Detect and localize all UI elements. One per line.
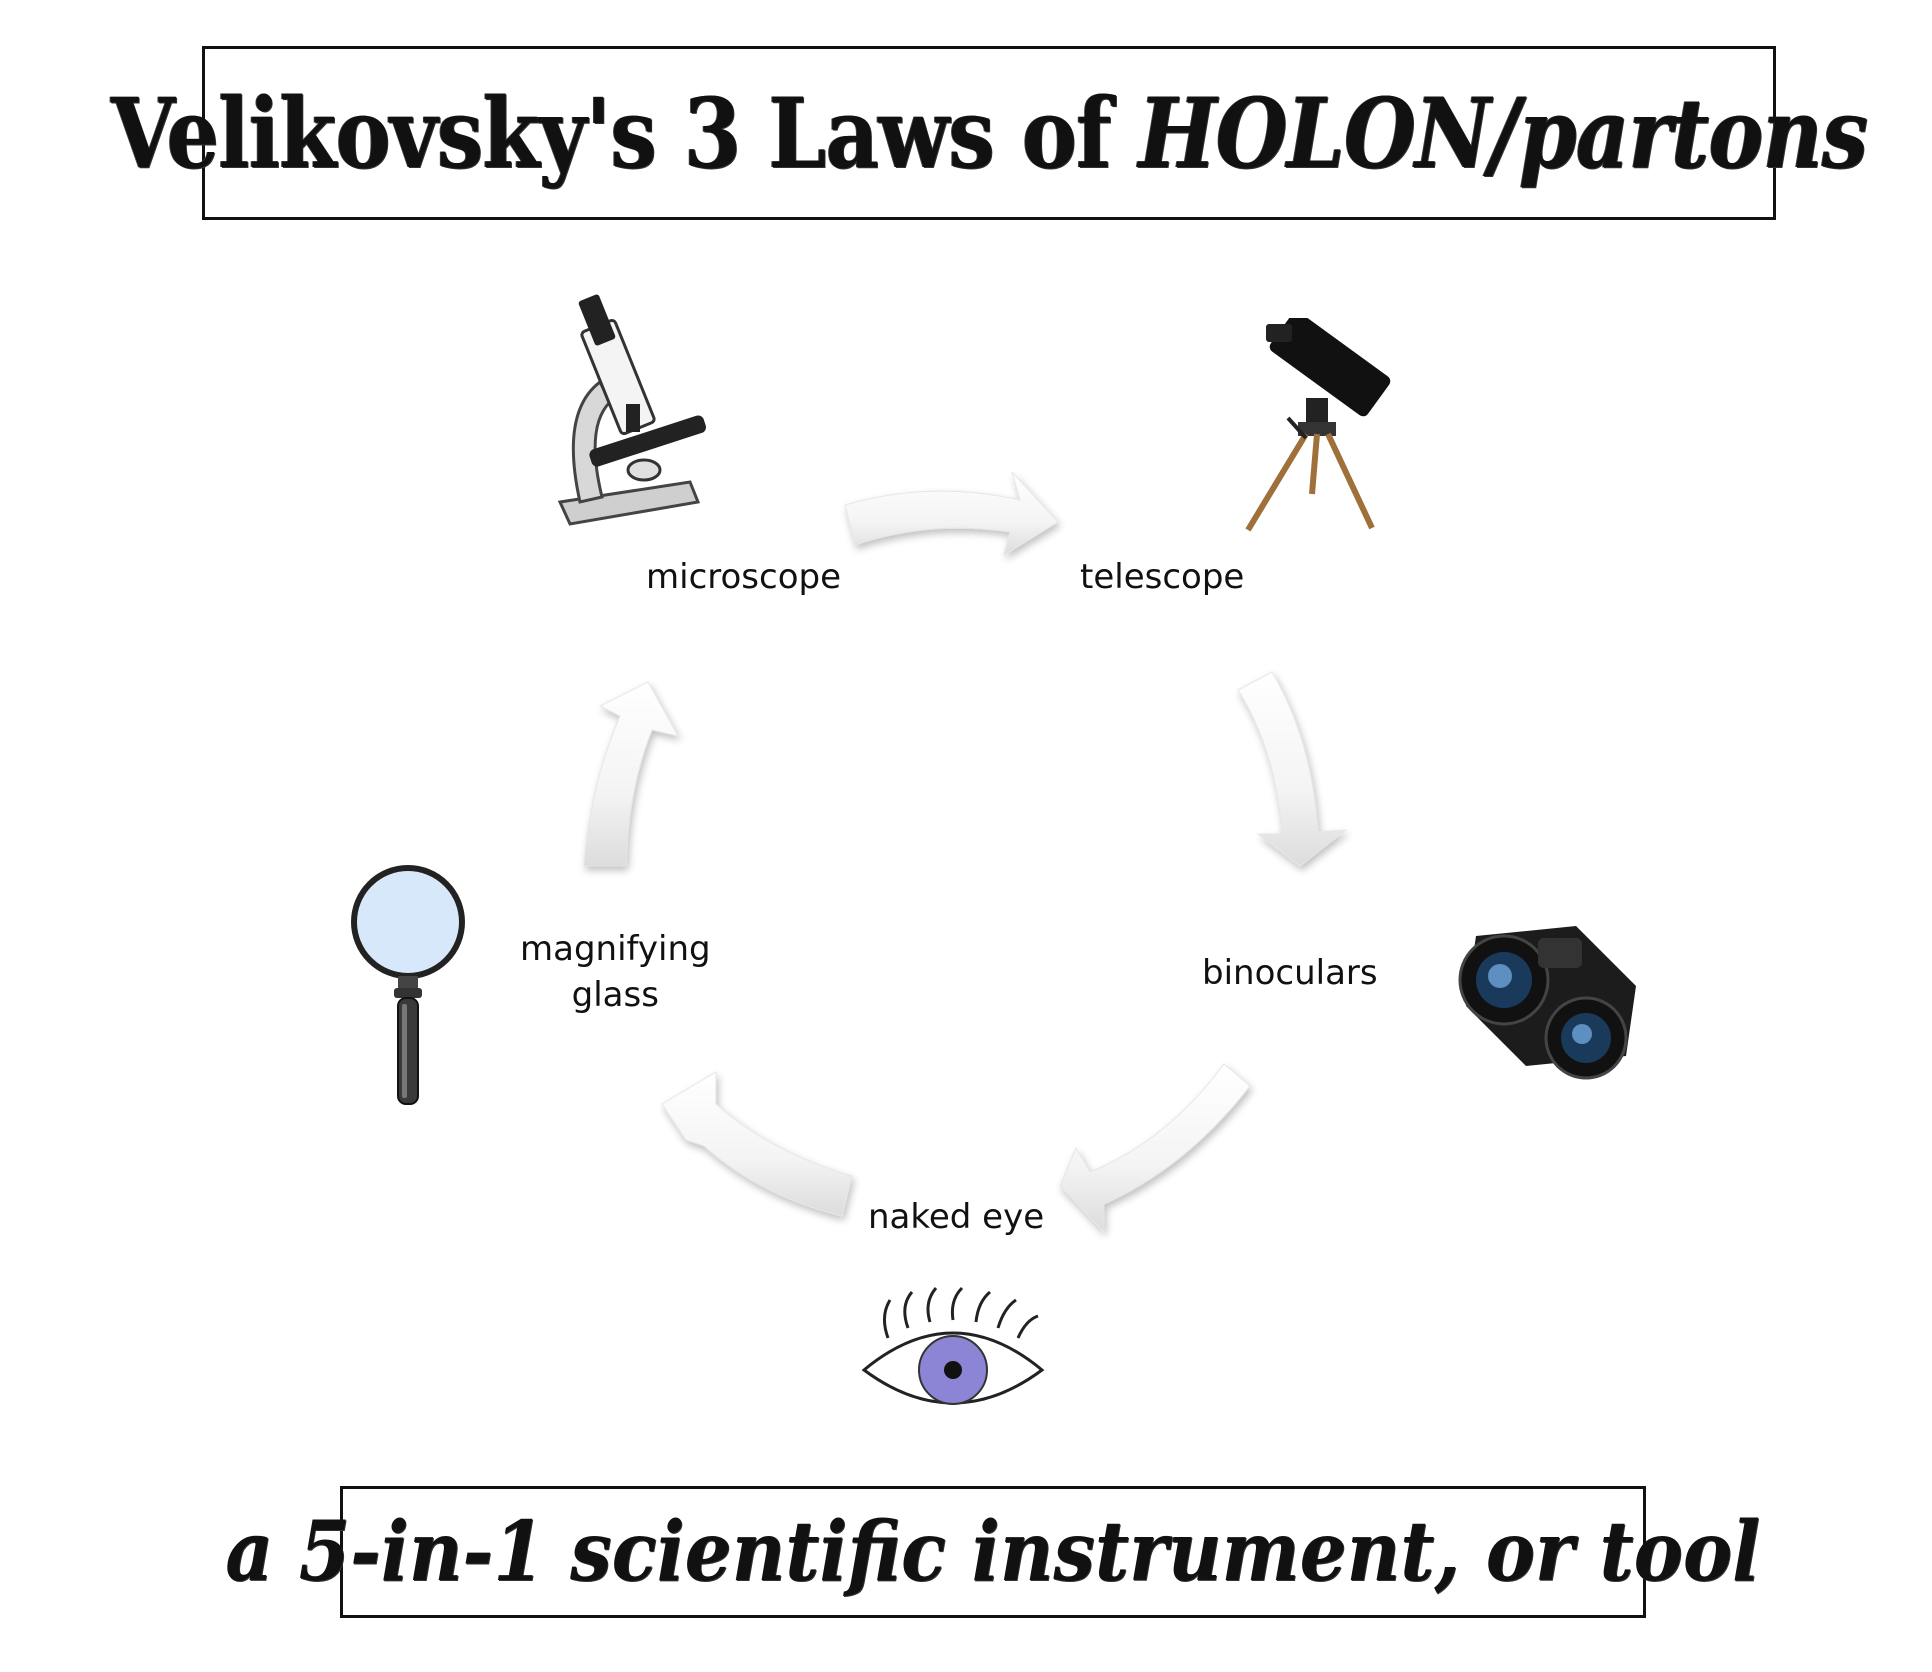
label-magnifying-line2: glass [571, 975, 659, 1015]
label-telescope: telescope [1080, 557, 1245, 597]
label-naked-eye: naked eye [868, 1197, 1045, 1237]
label-microscope: microscope [646, 557, 842, 597]
label-magnifying-glass: magnifying glass [520, 926, 711, 1018]
arrow-binoculars-to-eye [1059, 1063, 1251, 1234]
label-magnifying-line1: magnifying [520, 929, 711, 969]
microscope-icon [540, 292, 710, 528]
title-emphasis: HOLON/partons [1138, 76, 1868, 190]
arrow-magnifier-to-microscope [583, 681, 679, 867]
footer-caption: a 5-in-1 scientific instrument, or tool [225, 1504, 1761, 1600]
arrow-eye-to-magnifier [661, 1071, 853, 1217]
label-binoculars: binoculars [1202, 953, 1378, 993]
eye-icon [860, 1286, 1046, 1412]
binoculars-icon [1456, 916, 1646, 1086]
telescope-icon [1240, 311, 1400, 534]
arrow-microscope-to-telescope [844, 471, 1059, 557]
page-title: Velikovsky's 3 Laws of HOLON/partons [110, 76, 1868, 190]
title-plain: Velikovsky's 3 Laws of [110, 76, 1139, 190]
arrow-telescope-to-binoculars [1237, 671, 1348, 867]
footer-box: a 5-in-1 scientific instrument, or tool [226, 1486, 1760, 1618]
magnifying-glass-icon [346, 864, 472, 1108]
title-box: Velikovsky's 3 Laws of HOLON/partons [111, 46, 1868, 220]
